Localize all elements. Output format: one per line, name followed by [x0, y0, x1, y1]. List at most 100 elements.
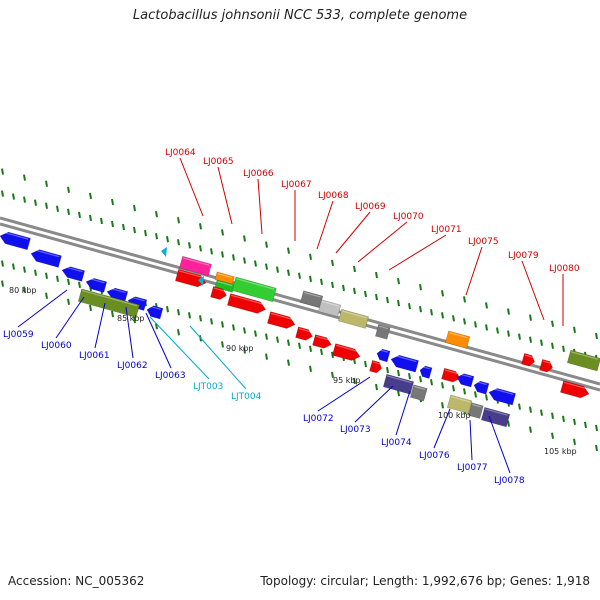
gene-lj0069[interactable] — [338, 308, 369, 329]
gene-lj0060[interactable] — [29, 248, 62, 268]
gene-lj0074[interactable] — [409, 384, 428, 402]
gene-label-lj0073[interactable]: LJ0073 — [340, 425, 371, 435]
leader-line — [388, 234, 447, 271]
gene-lj0080b[interactable] — [560, 380, 590, 400]
leader-line — [217, 166, 233, 225]
scale-tick — [166, 236, 169, 243]
gene-lj0072b[interactable] — [389, 353, 419, 373]
scale-tick — [320, 348, 323, 355]
gene-lj0076[interactable] — [456, 372, 475, 388]
gene-label-lj0080[interactable]: LJ0080 — [549, 264, 580, 274]
gene-lj0066[interactable] — [231, 276, 277, 303]
gene-lj0065b[interactable] — [214, 279, 235, 293]
gene-lj0059[interactable] — [0, 230, 31, 251]
scale-tick — [199, 245, 202, 252]
gene-lj0067b[interactable] — [267, 311, 296, 331]
gene-lj0064b[interactable] — [175, 268, 207, 289]
gene-label-lj0076[interactable]: LJ0076 — [419, 451, 450, 461]
gene-label-lj0059[interactable]: LJ0059 — [3, 330, 34, 340]
scale-tick — [34, 199, 37, 206]
gene-lj0070b[interactable] — [312, 334, 333, 350]
gene-label-lj0065[interactable]: LJ0065 — [203, 157, 234, 167]
gene-label-lj0072[interactable]: LJ0072 — [303, 414, 334, 424]
scale-tick — [419, 306, 422, 313]
gene-lj0077[interactable] — [487, 387, 517, 406]
scale-tick — [452, 315, 455, 322]
gene-lj0073[interactable] — [382, 373, 415, 395]
gene-label-lj0070[interactable]: LJ0070 — [393, 212, 424, 222]
gene-label-lj0060[interactable]: LJ0060 — [41, 341, 72, 351]
gene-lj0066b[interactable] — [210, 285, 228, 301]
scale-tick — [34, 269, 37, 276]
gene-label-lj0079[interactable]: LJ0079 — [508, 251, 539, 261]
gene-lj0077b[interactable] — [446, 394, 473, 414]
gene-lj0061[interactable] — [61, 265, 86, 282]
scale-tick — [320, 278, 323, 285]
scale-tick — [375, 383, 378, 391]
gene-lj0071b[interactable] — [375, 324, 391, 340]
scale-tick — [111, 310, 114, 318]
scale-tick — [12, 263, 15, 270]
gene-label-ljt004[interactable]: LJT004 — [231, 392, 262, 402]
gene-label-lj0075[interactable]: LJ0075 — [468, 237, 499, 247]
gene-label-lj0062[interactable]: LJ0062 — [117, 361, 148, 371]
gene-lj0072c[interactable] — [419, 365, 433, 379]
gene-label-lj0067[interactable]: LJ0067 — [281, 180, 312, 190]
leader-line — [17, 289, 68, 328]
gene-lj0068[interactable] — [300, 290, 324, 309]
gene-label-lj0063[interactable]: LJ0063 — [155, 371, 186, 381]
gene-label-lj0068[interactable]: LJ0068 — [318, 191, 349, 201]
trna-marker-4[interactable] — [198, 276, 204, 286]
scale-tick — [551, 342, 554, 349]
gene-label-lj0064[interactable]: LJ0064 — [165, 148, 196, 158]
gene-lj0070[interactable] — [295, 326, 314, 342]
label-leader-lines — [17, 157, 564, 474]
leader-line — [94, 302, 106, 349]
scale-tick — [265, 263, 268, 270]
trna-marker-3[interactable] — [161, 247, 167, 257]
scale-tick — [309, 345, 312, 352]
gene-label-lj0061[interactable]: LJ0061 — [79, 351, 110, 361]
gene-lj0075[interactable] — [445, 330, 471, 349]
gene-lj0075b[interactable] — [441, 367, 462, 383]
gene-lj0071c[interactable] — [369, 359, 384, 374]
gene-lj0078[interactable] — [480, 407, 511, 428]
gene-lj0063c[interactable] — [146, 304, 164, 320]
gene-lj0071[interactable] — [332, 343, 361, 363]
gene-lj0068b[interactable] — [318, 299, 342, 318]
scale-tick — [243, 235, 246, 242]
gene-label-lj0077[interactable]: LJ0077 — [457, 463, 488, 473]
scale-tick — [155, 233, 158, 240]
scale-tick — [353, 287, 356, 295]
leader-line — [521, 260, 545, 321]
gene-label-lj0069[interactable]: LJ0069 — [355, 202, 386, 212]
gene-label-lj0078[interactable]: LJ0078 — [494, 476, 525, 486]
gene-lj0064[interactable] — [179, 255, 212, 277]
scale-tick — [485, 394, 488, 401]
gene-label-lj0074[interactable]: LJ0074 — [381, 438, 412, 448]
kbp-marker-90: 90 kbp — [226, 344, 254, 353]
gene-lj0067[interactable] — [227, 293, 267, 316]
leader-line — [469, 419, 473, 461]
gene-lj0062[interactable] — [85, 276, 108, 293]
gene-lj0079b[interactable] — [539, 359, 554, 373]
gene-label-lj0066[interactable]: LJ0066 — [243, 169, 274, 179]
gene-lj0080[interactable] — [566, 349, 600, 372]
gene-lj0079[interactable] — [521, 353, 536, 367]
gene-label-ljt003[interactable]: LJT003 — [193, 382, 223, 392]
scale-tick — [188, 312, 191, 319]
gene-lj0077c[interactable] — [467, 402, 484, 419]
scale-tick — [67, 208, 70, 215]
scale-tick — [353, 265, 356, 273]
scale-tick — [309, 275, 312, 282]
gene-lj0076b[interactable] — [473, 380, 490, 395]
scale-tick — [254, 330, 257, 337]
scale-tick — [221, 251, 224, 258]
scale-tick — [529, 426, 532, 433]
scale-tick — [177, 329, 180, 336]
gene-lj0072[interactable] — [376, 348, 391, 363]
scale-tick — [23, 266, 26, 273]
gene-olive-block-a[interactable] — [77, 288, 140, 318]
gene-label-lj0071[interactable]: LJ0071 — [431, 225, 462, 235]
scale-tick — [199, 223, 202, 230]
